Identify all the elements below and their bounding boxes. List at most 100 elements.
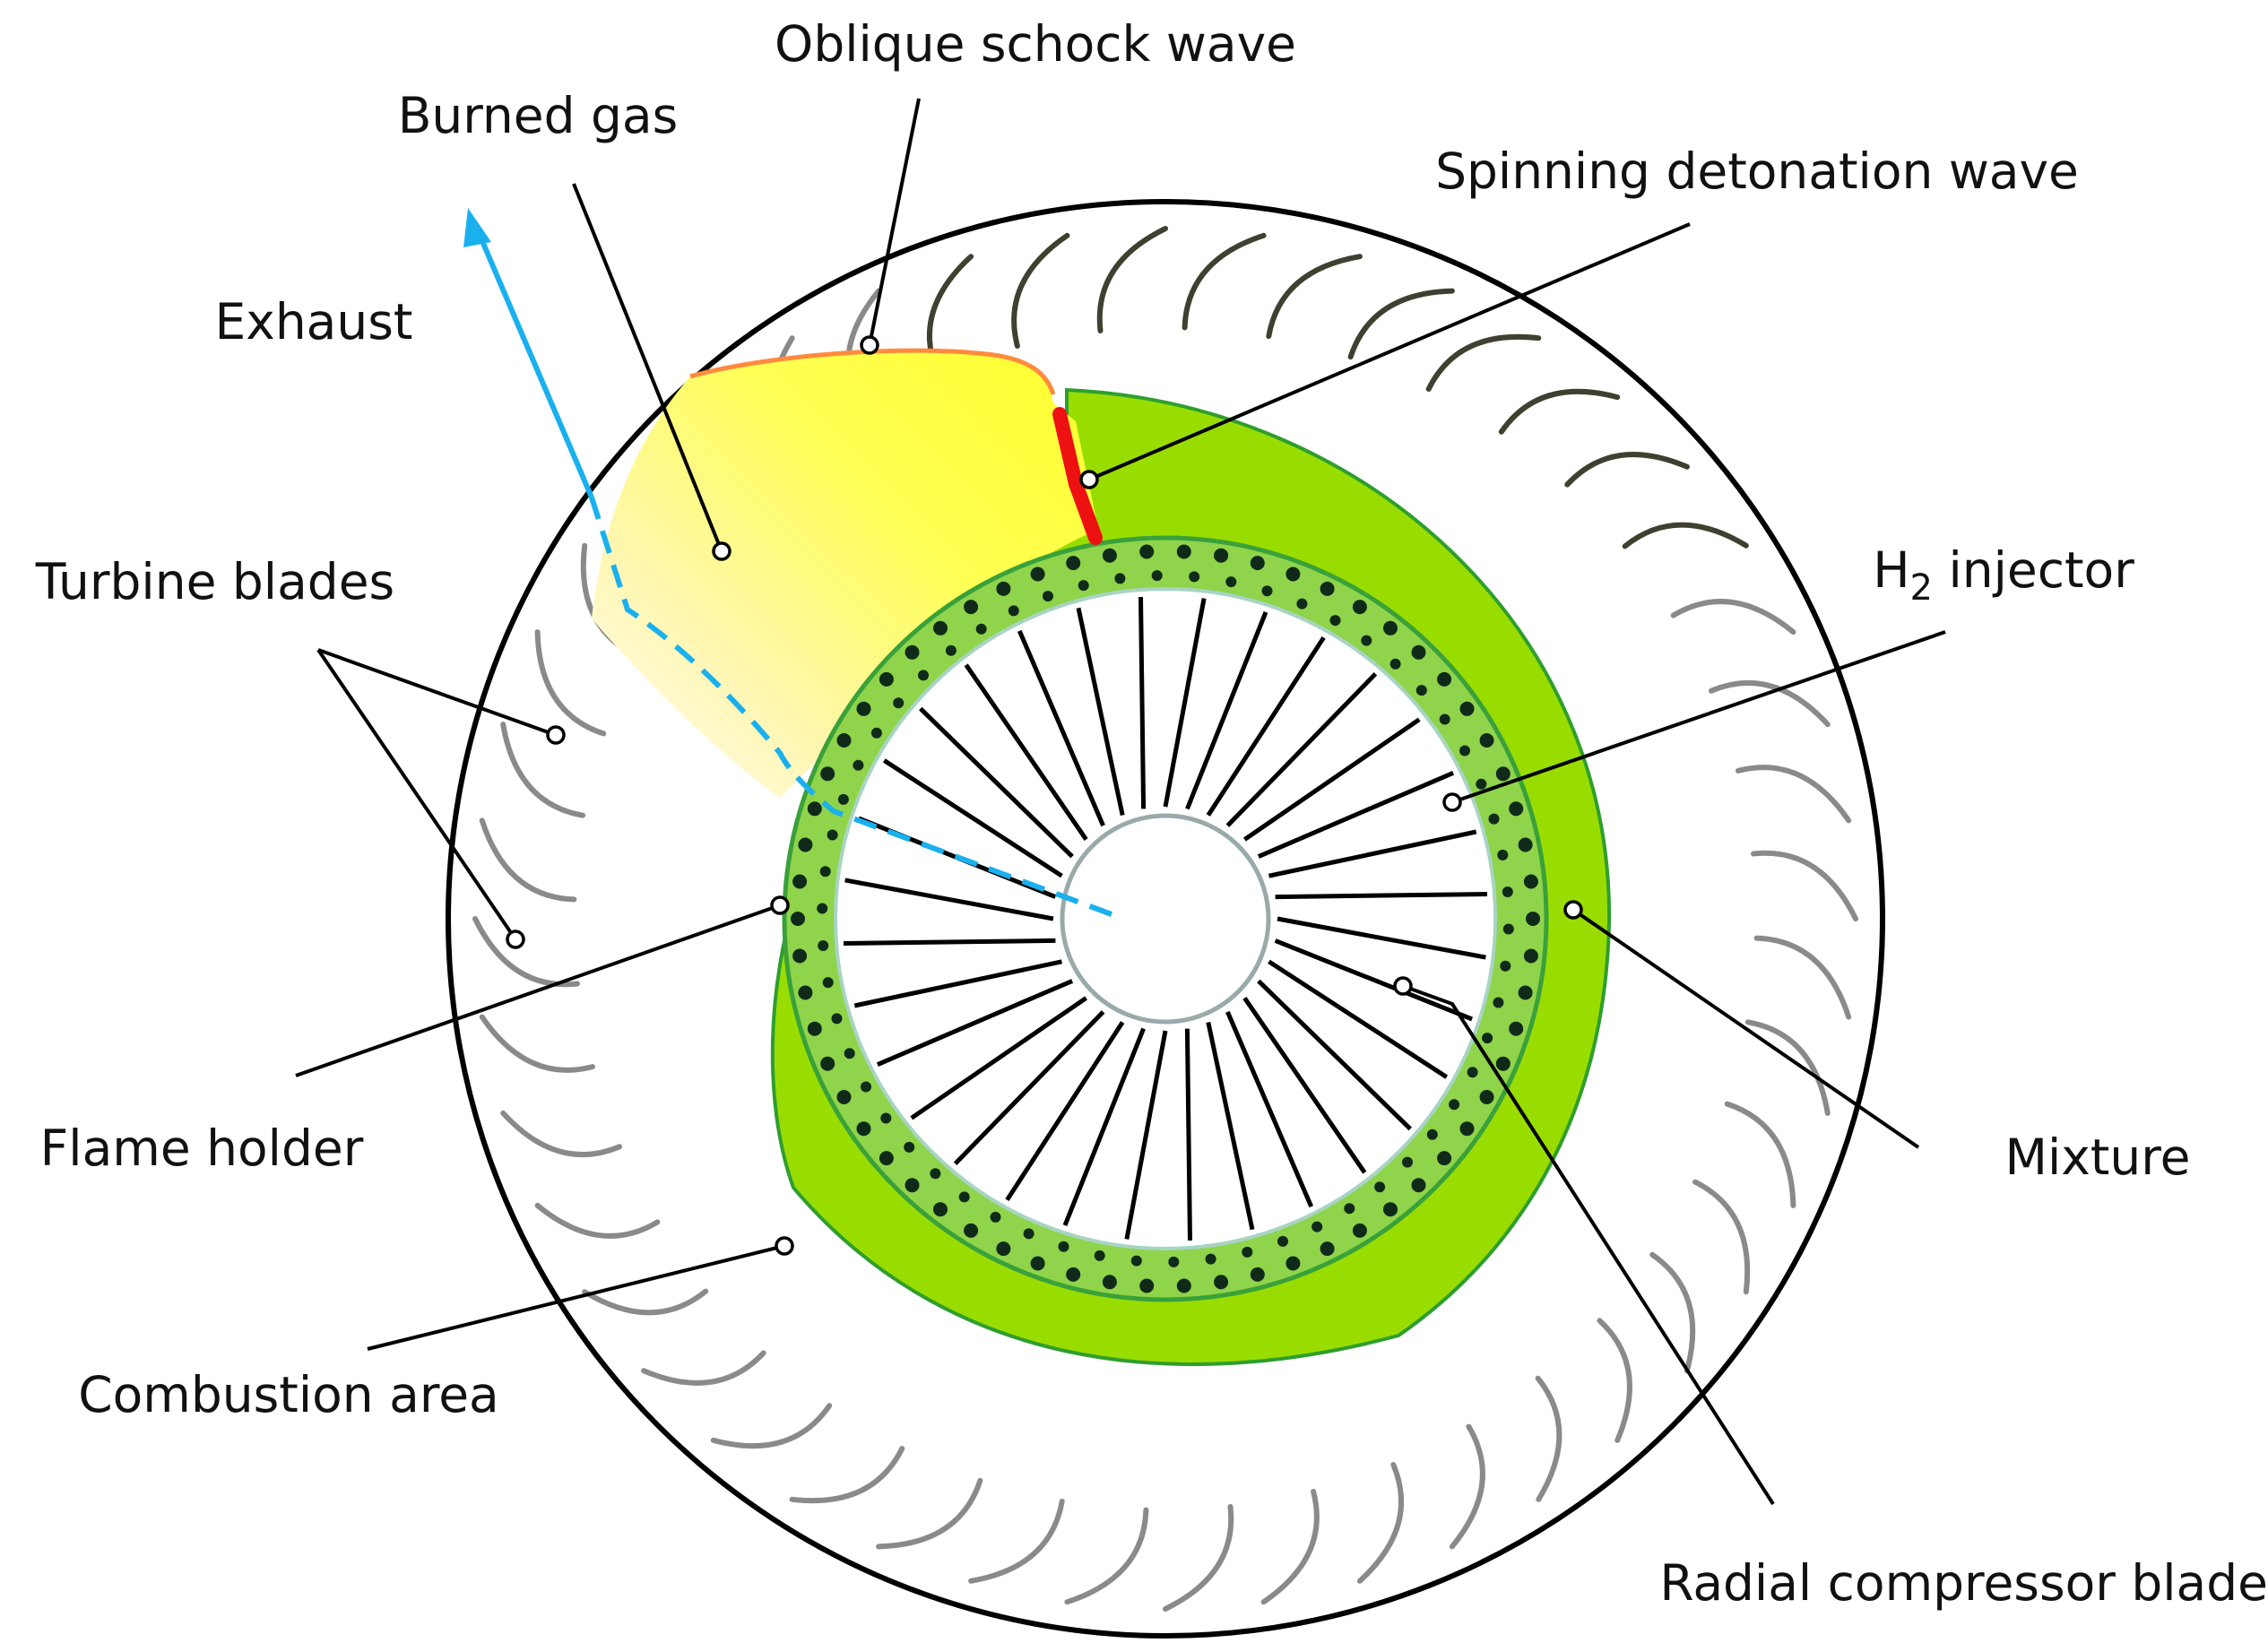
injector-hole: [933, 1202, 948, 1217]
dot-flame-holder: [770, 895, 790, 915]
injector-hole: [1459, 701, 1475, 716]
leader-burned-gas: [572, 183, 723, 552]
compressor-blade: [876, 979, 1074, 1067]
turbine-blade: [479, 817, 577, 903]
turbine-blade: [1649, 1251, 1696, 1374]
injector-hole: [964, 1223, 979, 1238]
injector-hole: [1437, 671, 1452, 687]
turbine-blade: [1751, 850, 1858, 921]
injector-hole: [1225, 576, 1237, 588]
injector-hole: [856, 1121, 871, 1137]
marker-dots: [506, 335, 1583, 1256]
turbine-blade: [479, 1014, 595, 1073]
compressor-blade: [1268, 829, 1477, 878]
injector-hole: [879, 1151, 894, 1166]
turbine-blade: [1736, 765, 1852, 824]
injector-hole: [1389, 658, 1401, 670]
injector-hole: [1102, 1275, 1117, 1290]
injector-hole: [1361, 635, 1372, 646]
compressor-blade: [1225, 672, 1378, 827]
compressor-blade: [843, 938, 1056, 946]
compressor-blade: [1277, 916, 1486, 960]
compressor-blade: [1184, 1028, 1192, 1241]
injector-hole: [1509, 801, 1524, 817]
injector-hole: [1352, 600, 1367, 615]
injector-hole: [990, 1211, 1001, 1223]
injector-hole: [1476, 778, 1487, 790]
turbine-blade: [534, 629, 607, 737]
h2-injector-text: injector: [1933, 541, 2134, 599]
compressor-blade: [1005, 1021, 1125, 1202]
injector-hole: [1250, 1267, 1265, 1282]
turbine-blade: [1356, 1462, 1405, 1584]
injector-hole: [945, 644, 957, 656]
turbine-blade: [1096, 226, 1168, 333]
compressor-blade: [953, 1010, 1105, 1165]
injector-hole: [1151, 570, 1163, 582]
radial-compressor-blades: [843, 596, 1488, 1241]
compressor-blade: [910, 996, 1088, 1120]
injector-hole: [1214, 548, 1229, 563]
leader-compressor: [1402, 984, 1775, 1506]
compressor-blade: [1257, 771, 1455, 859]
compressor-blade: [919, 706, 1074, 859]
label-oblique-shock-wave: Oblique schock wave: [775, 15, 1296, 73]
injector-hole: [996, 1241, 1011, 1257]
turbine-blade: [1724, 1101, 1796, 1208]
injector-hole: [1277, 1235, 1288, 1247]
turbine-blade: [1597, 1318, 1632, 1443]
injector-hole: [820, 1056, 835, 1071]
compressor-blade: [1275, 892, 1488, 900]
injector-hole: [1058, 1241, 1069, 1252]
injector-hole: [1139, 544, 1155, 559]
injector-hole: [1383, 620, 1398, 636]
label-exhaust: Exhaust: [215, 293, 413, 350]
turbine-blade: [876, 1477, 983, 1550]
turbine-blade: [1182, 232, 1267, 331]
turbine-blade: [500, 1110, 622, 1158]
injector-hole: [807, 801, 822, 817]
h2-injector-h: H: [1873, 541, 1909, 599]
leader-flame-holder: [295, 904, 781, 1077]
h2-injector-subscript: 2: [1910, 567, 1933, 609]
injector-hole: [836, 1090, 852, 1104]
injector-hole: [964, 600, 979, 615]
turbine-blade: [500, 722, 586, 818]
label-turbine-blades: Turbine blades: [35, 553, 394, 610]
compressor-blade: [1257, 979, 1412, 1131]
injector-hole: [837, 793, 849, 805]
dot-h2-injector: [1442, 792, 1462, 812]
injector-hole: [817, 903, 828, 914]
leader-h2-injector: [1451, 630, 1946, 804]
injector-hole: [1459, 745, 1470, 757]
dot-burned-gas: [712, 541, 731, 561]
injector-hole: [1030, 566, 1045, 582]
injector-hole: [798, 985, 813, 1000]
injector-hole: [1242, 1246, 1253, 1258]
leader-detonation: [1088, 222, 1691, 481]
injector-hole: [1168, 1256, 1180, 1267]
injector-hole: [893, 697, 905, 709]
injector-hole: [1523, 948, 1538, 964]
label-spinning-detonation-wave: Spinning detonation wave: [1435, 143, 2079, 200]
injector-hole: [930, 1168, 941, 1180]
injector-hole: [792, 874, 808, 889]
turbine-blade: [641, 1350, 766, 1386]
injector-hole: [1078, 580, 1089, 592]
injector-hole: [1114, 573, 1126, 584]
compressor-blade: [1206, 1021, 1255, 1231]
turbine-blade: [1347, 288, 1455, 360]
injector-hole: [836, 733, 852, 748]
injector-hole: [819, 866, 831, 878]
compressor-blade: [853, 959, 1063, 1008]
label-h2-injector: H2 injector: [1873, 541, 2134, 609]
injector-hole: [1518, 837, 1533, 852]
injector-hole: [1488, 813, 1500, 825]
injector-hole: [1523, 874, 1538, 889]
turbine-blade: [582, 1288, 709, 1316]
injector-hole: [905, 644, 920, 660]
turbine-blade: [1744, 1019, 1831, 1116]
injector-hole: [1449, 1099, 1460, 1111]
injector-hole: [1311, 1221, 1323, 1232]
